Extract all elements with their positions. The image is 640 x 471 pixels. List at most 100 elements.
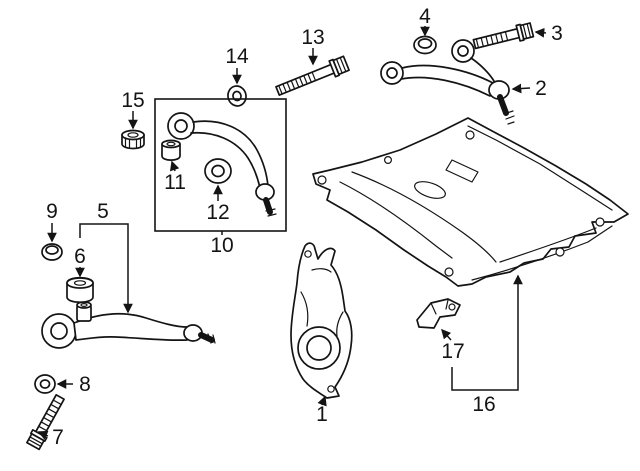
leader-line-1 <box>317 395 327 407</box>
bushing-hole <box>166 141 176 147</box>
upper-arm-stud-threads <box>503 110 515 125</box>
callout-4-label: 4 <box>419 5 431 28</box>
nut-inner <box>417 38 433 49</box>
callout-11-label: 11 <box>164 171 186 194</box>
nut-top <box>121 129 145 141</box>
strut-body <box>190 120 269 189</box>
bushing-inner <box>211 164 225 178</box>
callout-10-label: 10 <box>210 234 233 257</box>
callout-16-label: 16 <box>472 393 495 416</box>
callout-7-label: 7 <box>52 426 64 449</box>
bolt-threads <box>475 31 509 49</box>
subframe-bolt-hole <box>444 267 454 277</box>
bushing-hole <box>73 280 87 286</box>
bushing-top <box>161 139 181 149</box>
callout-2: 2 <box>511 77 547 100</box>
callout-14: 14 <box>225 45 249 85</box>
leader-line-3 <box>534 27 547 38</box>
leader-line-2 <box>511 83 531 94</box>
part-nut-9 <box>41 243 63 261</box>
callout-3-label: 3 <box>551 22 563 45</box>
bushing-top <box>66 277 94 289</box>
callout-5-label: 5 <box>97 200 109 223</box>
part-tension-strut <box>167 112 277 217</box>
upper-arm-bushing-eye-inner <box>386 67 398 79</box>
callout-6: 6 <box>74 245 86 278</box>
part-bolt-13 <box>275 55 350 96</box>
part-steering-knuckle <box>290 242 353 399</box>
subframe-bolt-hole <box>595 217 605 227</box>
subframe-bolt-hole <box>465 130 475 140</box>
callout-4: 4 <box>419 5 431 37</box>
callouts: 1 2 3 4 5 6 7 8 <box>37 5 563 449</box>
callout-15: 15 <box>121 89 145 130</box>
callout-17-label: 17 <box>441 340 464 363</box>
callout-1-label: 1 <box>316 403 328 426</box>
callout-9-label: 9 <box>46 200 58 223</box>
subframe-rear-rail <box>471 225 613 281</box>
bracket-outline <box>416 298 461 329</box>
callout-3: 3 <box>534 22 563 45</box>
subframe-slot-cutout <box>414 181 446 199</box>
callout-13: 13 <box>301 26 325 66</box>
part-bolt-3 <box>472 22 535 50</box>
arm-ring-bushing-inner <box>50 322 68 340</box>
callout-17: 17 <box>441 328 465 363</box>
callout-11: 11 <box>164 160 186 194</box>
upper-arm-ball-stud <box>497 94 509 116</box>
part-bushing-12 <box>204 158 232 184</box>
nut-inner <box>45 245 59 255</box>
subframe-bolt-hole <box>384 156 393 165</box>
callout-16: 16 <box>451 274 523 416</box>
subframe-bolt-hole <box>317 175 327 185</box>
callout-12-label: 12 <box>206 201 229 224</box>
callout-15-label: 15 <box>121 89 144 112</box>
bolt-threads <box>38 399 62 432</box>
strut-stud-threads <box>265 208 277 217</box>
knuckle-upper-hole <box>304 250 312 258</box>
strut-bushing-eye-inner <box>174 119 188 133</box>
callout-12: 12 <box>206 184 230 224</box>
arm-mount-post-hole <box>80 303 88 308</box>
upper-arm-body <box>400 57 495 97</box>
assembly-box <box>154 98 287 232</box>
leader-line-11 <box>169 160 180 172</box>
callout-9: 9 <box>46 200 58 243</box>
part-washer-8 <box>34 374 56 394</box>
arm-stud-threads <box>207 333 216 344</box>
callout-6-label: 6 <box>74 245 86 268</box>
part-upper-control-arm <box>380 39 515 125</box>
nut-hole <box>127 132 139 138</box>
knuckle-hub-bore-inner <box>306 335 332 361</box>
part-lower-control-arm <box>41 301 216 349</box>
washer-inner <box>39 379 51 389</box>
part-washer-14 <box>227 85 247 107</box>
bolt-head-facets <box>27 436 43 447</box>
callout-2-label: 2 <box>535 77 547 100</box>
bolt-head <box>519 22 535 40</box>
part-bushing-11 <box>161 139 181 161</box>
subframe-bolt-hole <box>555 247 565 257</box>
callout-10: 10 <box>210 231 234 257</box>
callout-5: 5 <box>79 200 133 314</box>
upper-arm-bushing-eye-inner <box>457 45 469 57</box>
leader-line-17 <box>441 328 452 341</box>
bracket-hole <box>448 303 456 311</box>
part-nut-15 <box>121 129 145 150</box>
subframe-ridge-lines <box>339 125 613 263</box>
knuckle-lower-hole <box>327 385 335 393</box>
leader-bracket-5 <box>79 223 133 314</box>
callout-7: 7 <box>37 426 64 449</box>
bolt-threads <box>278 71 317 95</box>
callout-8-label: 8 <box>79 373 91 396</box>
leader-line-7 <box>37 430 49 440</box>
nut-ribs <box>124 137 142 148</box>
leader-bracket-16 <box>451 274 523 391</box>
callout-8: 8 <box>56 373 91 396</box>
subframe-outline <box>312 117 629 287</box>
callout-1: 1 <box>316 395 328 426</box>
part-nut-4 <box>413 35 437 55</box>
knuckle-outline <box>290 242 353 399</box>
